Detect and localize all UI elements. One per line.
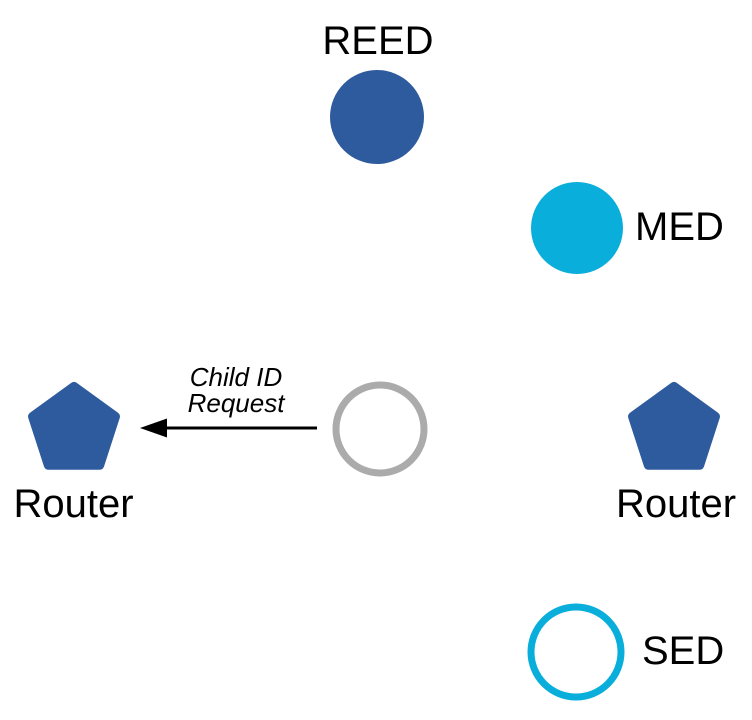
reed-node-circle xyxy=(330,70,424,164)
child-id-request-label: Child ID Request xyxy=(160,364,312,416)
child-id-request-line2: Request xyxy=(187,388,285,418)
sed-label: SED xyxy=(642,629,725,673)
sed-node-circle xyxy=(527,603,625,701)
joining-device-circle xyxy=(332,381,428,477)
med-label: MED xyxy=(635,205,724,249)
router-left-label: Router xyxy=(13,482,134,526)
child-id-request-arrowhead xyxy=(140,418,167,438)
router-left-pentagon xyxy=(28,382,120,470)
router-right-label: Router xyxy=(615,482,737,526)
router-right-pentagon xyxy=(628,382,720,470)
child-id-request-line1: Child ID xyxy=(189,362,283,392)
reed-label: REED xyxy=(322,19,434,63)
med-node-circle xyxy=(531,182,623,274)
